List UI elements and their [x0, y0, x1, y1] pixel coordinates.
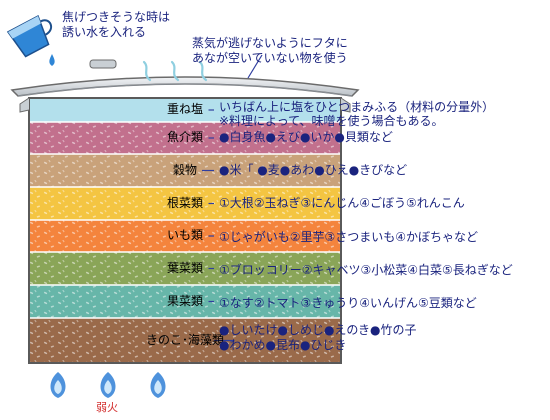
- pot-handle-right: [340, 97, 351, 113]
- layer-texture-5: [30, 252, 340, 285]
- water-tip-line2: 誘い水を入れる: [62, 25, 147, 39]
- layer-band-0: [30, 98, 340, 122]
- layer-texture-3: [30, 187, 340, 220]
- layer-label-5: 葉菜類: [166, 260, 203, 275]
- layer-desc-6-0: ①なす②トマト③きゅうり④いんげん⑤豆類など: [219, 296, 477, 310]
- layer-label-2: 穀物: [172, 162, 197, 177]
- layer-desc-7-1: ●わかめ●昆布●ひじき: [219, 338, 347, 352]
- pointer-lines: [202, 109, 235, 342]
- layer-desc-7-0: ●しいたけ●しめじ●えのき●竹の子: [219, 323, 417, 337]
- layer-texture-7: [30, 318, 340, 363]
- layer-desc-0-1: ※料理によって、味噌を使う場合もある。: [219, 114, 444, 128]
- layer-desc-2-0: ●米「 ●麦●あわ●ひえ●きびなど: [219, 163, 408, 177]
- layer-desc-5-0: ①ブロッコリー②キャベツ③小松菜④白菜⑤長ねぎなど: [219, 263, 513, 277]
- layer-desc-3-0: ①大根②玉ねぎ③にんじん④ごぼう⑤れんこん: [219, 196, 465, 210]
- pot-outline: [28, 97, 342, 364]
- pouring-cup-icon: [6, 14, 53, 58]
- flame-icons: [50, 372, 166, 398]
- pot-handle-left: [19, 97, 30, 113]
- water-drop-icon: [49, 54, 55, 66]
- lid-note-line2: あなが空いていない物を使う: [192, 51, 348, 65]
- lid-pointer-line: [247, 54, 263, 79]
- water-tip-line1: 焦げつきそうな時は: [62, 10, 171, 24]
- pot-lid: [10, 59, 360, 97]
- lid-note-line1: 蒸気が逃げないようにフタに: [192, 36, 348, 50]
- layer-desc-1-0: ●白身魚●えび●いか●貝類など: [219, 130, 393, 144]
- layer-label-6: 果菜類: [166, 293, 203, 308]
- layer-label-7: きのこ･海藻類: [145, 332, 224, 347]
- fire-label: 弱火: [96, 401, 118, 414]
- layer-desc-0-0: いちばん上に塩をひとつまみふる（材料の分量外）: [219, 100, 495, 114]
- pot-body: [30, 97, 340, 363]
- layer-label-1: 魚介類: [166, 130, 203, 144]
- layer-label-0: 重ね塩: [166, 102, 203, 116]
- layer-label-4: いも類: [166, 228, 203, 242]
- layer-texture-4: [30, 220, 340, 252]
- steam-icon: [142, 60, 208, 82]
- layer-desc-4-0: ①じゃがいも②里芋③さつまいも④かぼちゃなど: [219, 230, 479, 244]
- layer-label-3: 根菜類: [166, 195, 203, 210]
- layer-texture-1: [30, 122, 340, 154]
- layer-texture-6: [30, 285, 340, 318]
- layer-texture-2: [30, 154, 340, 187]
